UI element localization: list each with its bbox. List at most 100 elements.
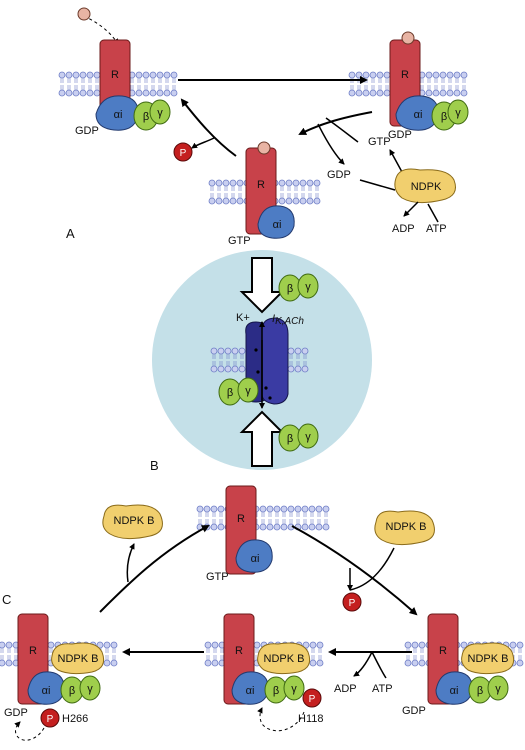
beta-label: β — [287, 433, 293, 445]
alpha-label: αi — [450, 685, 459, 697]
gamma-label: γ — [291, 683, 297, 695]
gtp-uptake-line — [325, 117, 359, 143]
ndpk-label: NDPK — [411, 181, 442, 193]
alpha-label: αi — [414, 109, 423, 121]
atp-label: ATP — [372, 683, 393, 695]
phosphate: P — [302, 688, 322, 708]
ligand — [401, 31, 415, 45]
beta-gamma-dimer-free-bottom: β γ — [278, 423, 319, 452]
beta-gamma-dimer-free-top: β γ — [278, 273, 319, 302]
ndpk-enzyme: NDPK — [394, 168, 456, 204]
alpha-label: αi — [273, 219, 282, 231]
gdp-label: GDP — [4, 707, 28, 719]
panel-c-label: C — [2, 592, 11, 607]
panel-c: R αi GTP NDPK B NDPK B P ADP ATP — [2, 485, 515, 741]
alpha-label: αi — [246, 685, 255, 697]
receptor-complex-a2: R αi β γ GDP — [388, 31, 469, 141]
beta-label: β — [143, 111, 149, 123]
gdp-label: GDP — [402, 705, 426, 717]
phosphate: P — [40, 708, 60, 728]
adp-release-arrow — [353, 651, 373, 677]
gdp-label: GDP — [75, 125, 99, 137]
gamma-label: γ — [455, 107, 461, 119]
panel-b: β γ β γ K+ IK,ACh β γ — [150, 257, 319, 473]
phosphate: P — [173, 142, 193, 162]
gdp-label: GDP — [388, 129, 412, 141]
atp-to-ndpk-line — [427, 203, 439, 223]
ndpk-b-label: NDPK B — [264, 653, 305, 665]
reassociation-arrow — [180, 98, 237, 157]
ndpk-b-label: NDPK B — [386, 521, 427, 533]
gamma-label: γ — [305, 281, 311, 293]
ndpk-b-label: NDPK B — [468, 653, 509, 665]
receptor-complex-a1: R αi β γ GDP — [75, 7, 171, 137]
receptor-complex-c-top: R αi GTP — [206, 485, 273, 583]
atp-label: ATP — [426, 223, 447, 235]
phosphate-label: P — [309, 694, 316, 705]
gamma-subunit — [447, 99, 469, 125]
gdp-release-arrow — [317, 123, 345, 165]
ndpk-b-label: NDPK B — [114, 515, 155, 527]
atp-uptake-line — [371, 651, 387, 679]
to-top-arrow — [99, 525, 210, 613]
gtp-label: GTP — [206, 571, 229, 583]
beta-label: β — [227, 387, 233, 399]
gtp-label: GTP — [228, 235, 251, 247]
lipid-bilayer — [196, 505, 330, 531]
receptor-label: R — [111, 69, 119, 81]
receptor-complex-c-left: R NDPK B αi β γ P H266 GDP — [4, 613, 105, 741]
panel-a: R αi β γ GDP R αi β γ GDP — [66, 7, 469, 247]
phosphate-label: P — [47, 714, 54, 725]
h118-label: H118 — [298, 713, 323, 725]
beta-label: β — [273, 685, 279, 697]
gamma-subunit — [283, 675, 305, 701]
lower-block-arrow — [239, 410, 285, 467]
beta-label: β — [287, 283, 293, 295]
receptor-complex-a3: R αi GTP — [228, 141, 295, 247]
beta-label: β — [69, 685, 75, 697]
ligand — [257, 141, 271, 155]
ndpk-b — [461, 642, 515, 675]
ndpk-b-free-left: NDPK B — [102, 504, 163, 540]
receptor-complex-c-middle: R NDPK B αi β γ P H118 — [223, 613, 323, 732]
alpha-label: αi — [42, 685, 51, 697]
gamma-label: γ — [157, 107, 163, 119]
gamma-subunit — [149, 99, 171, 125]
phosphate-label: P — [349, 598, 356, 609]
top-to-right-arrow — [291, 525, 418, 616]
ndpk-adp-arrow — [403, 201, 419, 217]
ndpk-gtp-arrow — [389, 149, 403, 173]
panel-b-label: B — [150, 458, 159, 473]
phosphotransfer-path — [14, 721, 45, 741]
gamma-label: γ — [495, 683, 501, 695]
adp-label: ADP — [334, 683, 357, 695]
adp-label: ADP — [392, 223, 415, 235]
beta-label: β — [441, 111, 447, 123]
receptor-label: R — [237, 513, 245, 525]
alpha-label: αi — [251, 553, 260, 565]
ligand — [77, 7, 91, 21]
phosphate-label: P — [180, 148, 187, 159]
gdp-label: GDP — [327, 169, 351, 181]
receptor-label: R — [401, 69, 409, 81]
ndpk-b — [257, 642, 311, 675]
receptor-label: R — [235, 645, 243, 657]
gamma-label: γ — [305, 431, 311, 443]
transfer-arrow — [298, 111, 373, 135]
ik-ach-current-label: IK,ACh — [272, 313, 304, 327]
upper-block-arrow — [239, 257, 285, 314]
gamma-subunit — [487, 675, 509, 701]
ndpk-b-release-arrow — [126, 543, 135, 583]
gtp-label: GTP — [368, 136, 391, 148]
ndpk-b-label: NDPK B — [58, 653, 99, 665]
gamma-label: γ — [87, 683, 93, 695]
ndpk-b-binding-line — [349, 547, 395, 591]
phosphate: P — [342, 592, 362, 612]
alpha-subunit — [257, 205, 295, 239]
ndpk-b-free-right: NDPK B — [374, 510, 435, 546]
panel-a-label: A — [66, 226, 75, 241]
gdp-to-ndpk-line — [359, 179, 396, 191]
beta-label: β — [477, 685, 483, 697]
receptor-complex-c-right: R NDPK B αi β γ GDP — [402, 613, 515, 717]
